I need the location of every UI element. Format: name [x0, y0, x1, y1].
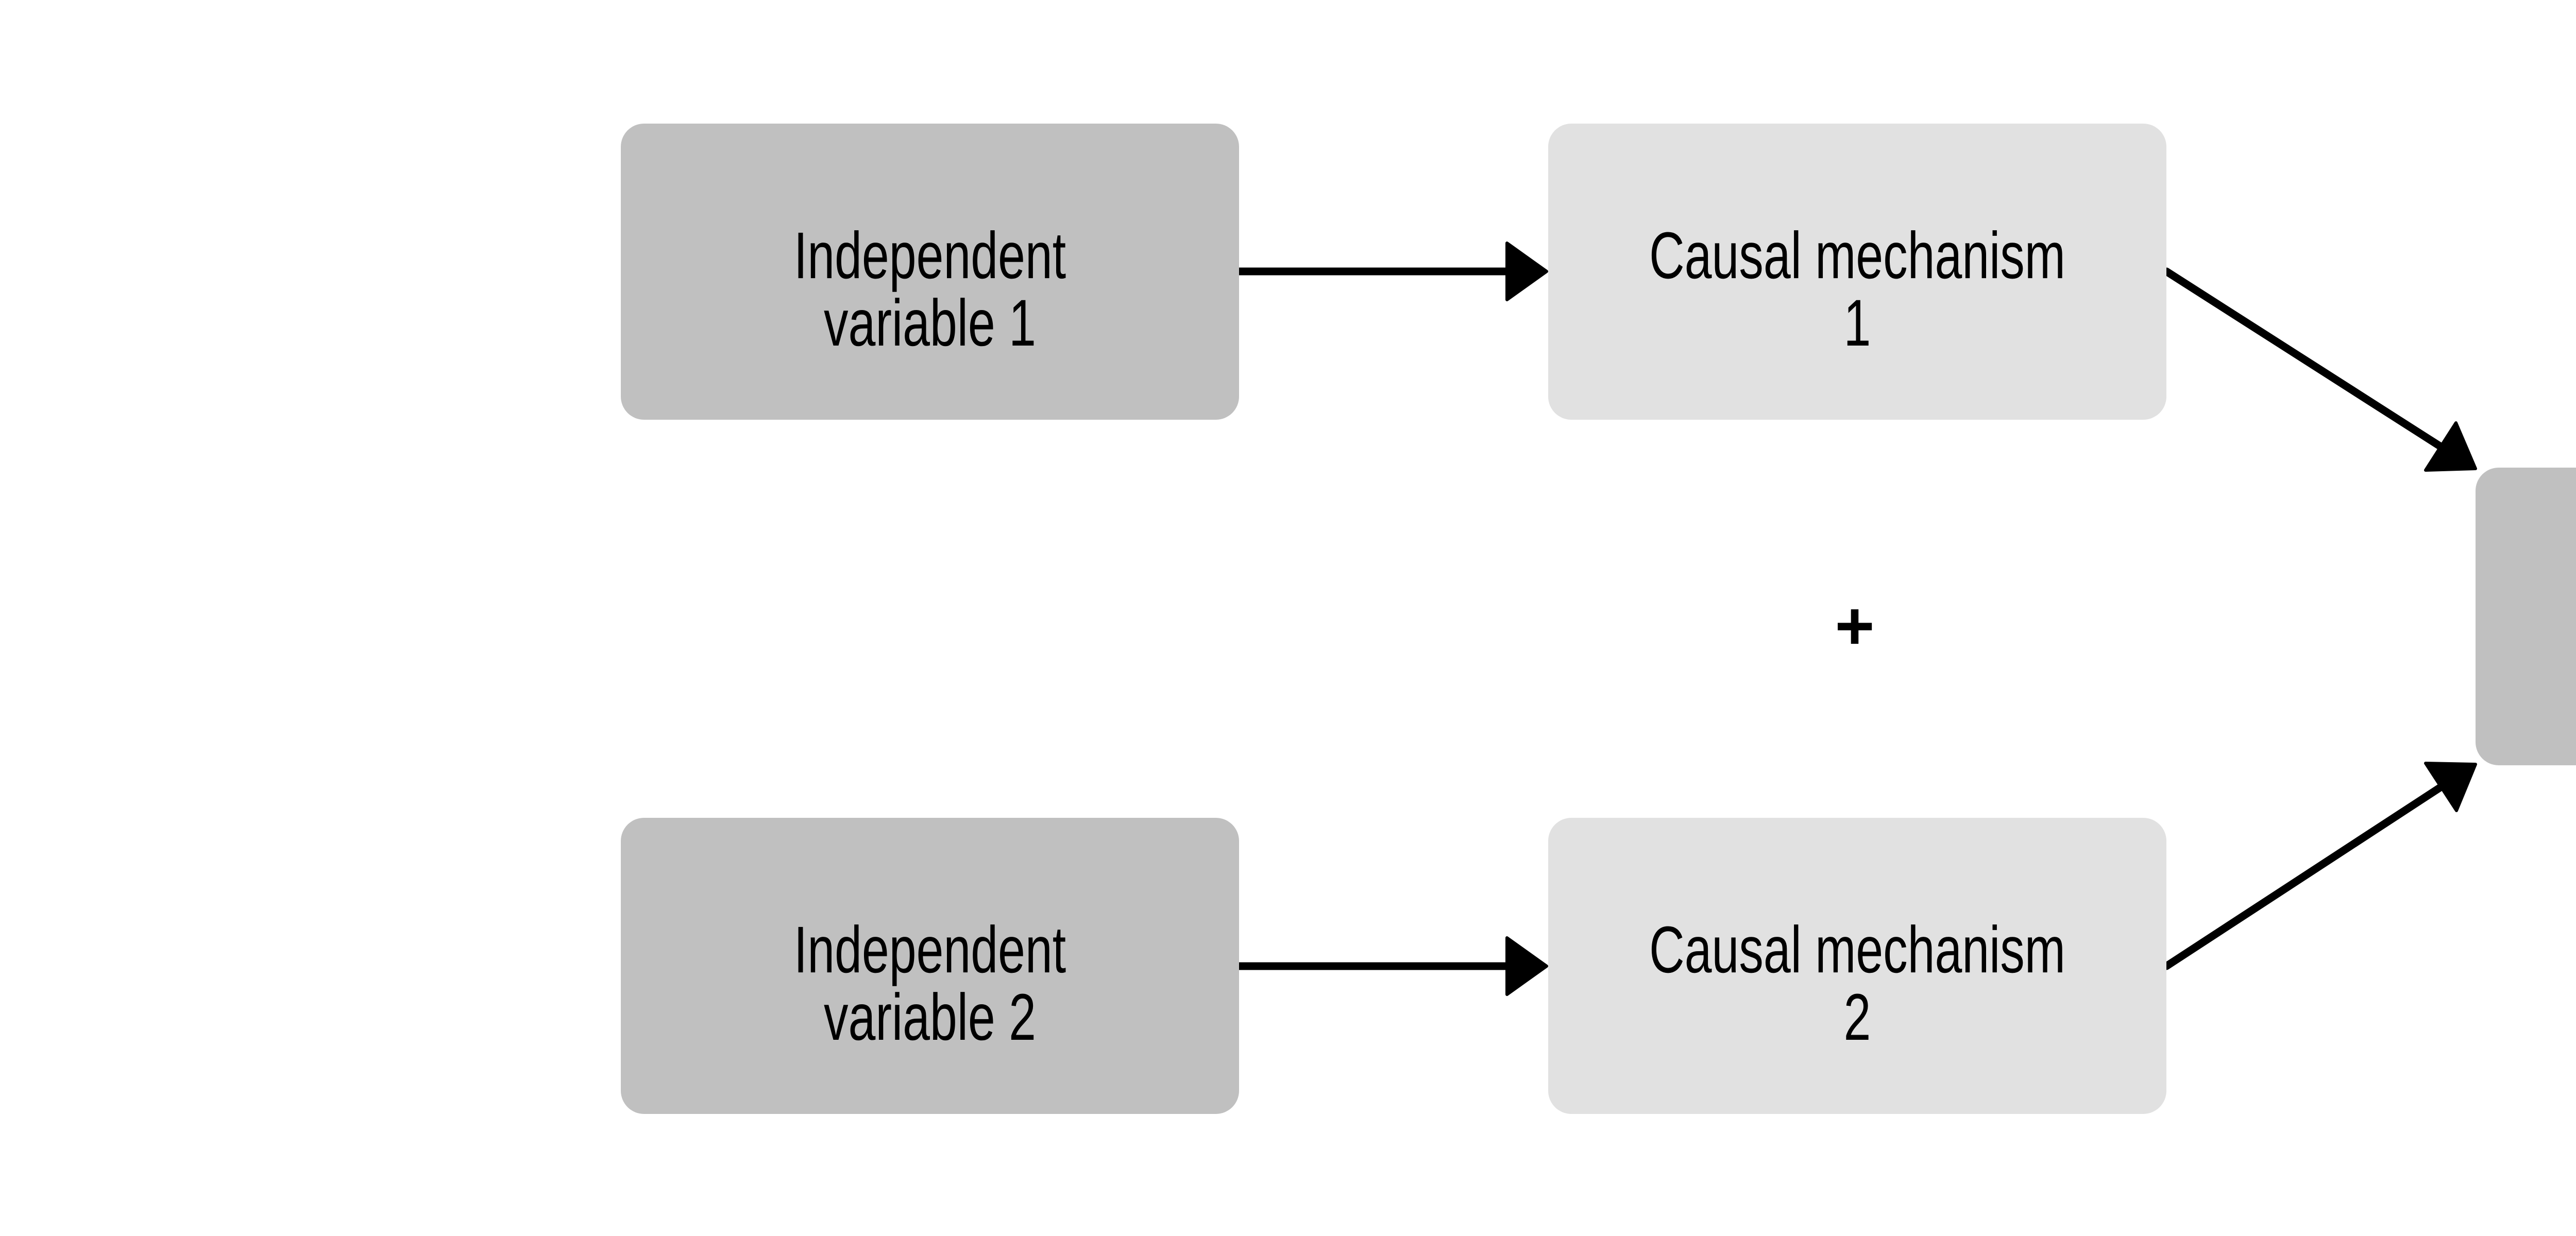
arrowhead-diagonal-down-icon [2424, 421, 2477, 472]
node-label: Independent variable 2 [793, 913, 1066, 1054]
node-label-line2: variable 2 [824, 980, 1036, 1054]
node-label-line1: Independent [793, 913, 1066, 987]
arrowhead-right-icon [1505, 242, 1548, 301]
node-causal-mechanism-1: Causal mechanism 1 [1548, 124, 2166, 420]
node-independent-variable-2: Independent variable 2 [621, 818, 1239, 1114]
arrow-shaft [2162, 267, 2445, 451]
node-label: Independent variable 1 [794, 222, 1066, 357]
arrow-cm1-to-dv [2162, 267, 2477, 472]
arrowhead-right-icon [1505, 936, 1548, 996]
node-independent-variable-1: Independent variable 1 [621, 124, 1239, 420]
node-label-line2: variable 1 [824, 286, 1036, 360]
arrow-iv1-to-cm1 [1235, 242, 1548, 301]
node-label-line1: Independent [793, 218, 1066, 293]
node-label-line1: Causal mechanism [1649, 913, 2065, 987]
node-label: Causal mechanism 1 [1649, 222, 2065, 357]
plus-sign: + [1835, 588, 1875, 664]
arrow-cm2-to-dv [2162, 762, 2477, 970]
arrow-shaft [2162, 783, 2445, 970]
arrow-iv2-to-cm2 [1235, 936, 1548, 996]
node-label-line2: 2 [1843, 980, 1871, 1054]
arrowhead-diagonal-up-icon [2424, 762, 2477, 812]
node-dependent-variable: Dependent variable [2476, 468, 2576, 765]
node-label-line2: 1 [1843, 286, 1871, 360]
node-label: Causal mechanism 2 [1649, 913, 2065, 1054]
node-label-line1: Causal mechanism [1649, 218, 2065, 293]
node-causal-mechanism-2: Causal mechanism 2 [1548, 818, 2166, 1114]
